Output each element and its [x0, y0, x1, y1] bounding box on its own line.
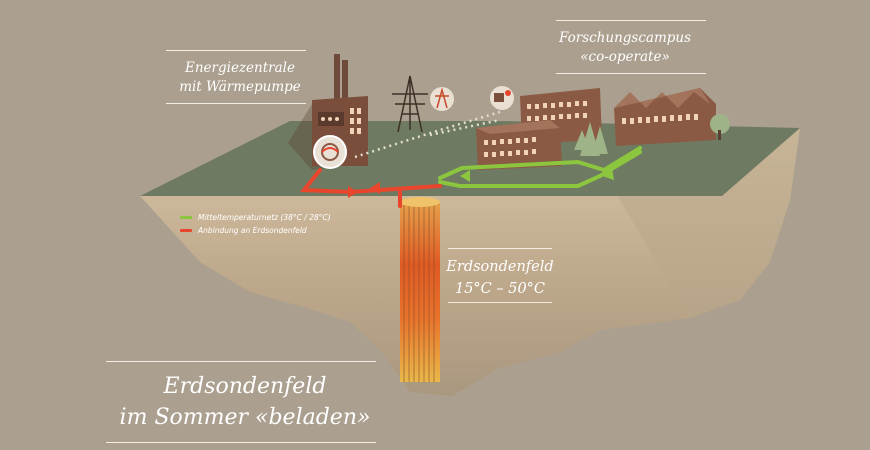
probe-field-temperature: 15°C – 50°C — [454, 281, 546, 297]
research-campus-label-line1: Forschungscampus — [558, 30, 692, 46]
energiezentrale-rule-bottom — [166, 103, 306, 104]
diagram-title-line1: Erdsondenfeld — [163, 374, 327, 399]
legend-item-medium-temp-network: Mitteltemperaturnetz (38°C / 28°C) — [180, 213, 331, 222]
energy-center-building — [288, 54, 368, 170]
title-rule-top — [106, 361, 376, 362]
energy-center-label-line1: Energiezentrale — [185, 60, 295, 76]
erdsondenfeld-rule-top — [448, 248, 552, 249]
campus-rule-bottom — [556, 73, 706, 74]
energy-center-label-line2: mit Wärmepumpe — [179, 79, 301, 95]
research-campus-label-line2: «co-operate» — [580, 49, 670, 65]
campus-tree-round — [710, 114, 730, 140]
probe-field — [400, 197, 440, 382]
energy-center-label: Energiezentrale mit Wärmepumpe — [160, 59, 320, 97]
diagram-title-line2: im Sommer «beladen» — [119, 405, 371, 430]
legend-swatch-green — [180, 216, 192, 219]
pylon-badge-icon — [430, 87, 454, 111]
campus-building-2 — [476, 120, 562, 170]
power-pylon-icon — [392, 75, 428, 133]
legend-swatch-red — [180, 229, 192, 232]
geothermal-connection-pipes — [299, 168, 442, 208]
energiezentrale-rule-top — [166, 50, 306, 51]
heat-pump-icon — [313, 135, 347, 169]
erdsondenfeld-rule-bottom — [448, 302, 552, 303]
probe-field-label: Erdsondenfeld 15°C – 50°C — [440, 256, 560, 300]
title-rule-bottom — [106, 442, 376, 443]
diagram-title: Erdsondenfeld im Sommer «beladen» — [95, 371, 395, 433]
medium-temp-network-pipes — [438, 146, 642, 188]
legend-item-geothermal-connection: Anbindung an Erdsondenfeld — [180, 226, 307, 235]
campus-rule-top — [556, 20, 706, 21]
research-campus-label: Forschungscampus «co-operate» — [540, 29, 710, 67]
campus-trees — [574, 122, 608, 156]
flow-arrows — [348, 168, 614, 198]
probe-field-label-line1: Erdsondenfeld — [446, 259, 554, 275]
legend-label: Mitteltemperaturnetz (38°C / 28°C) — [198, 213, 331, 222]
solar-panel-icon — [490, 86, 514, 110]
campus-building-3 — [614, 88, 716, 146]
legend-label: Anbindung an Erdsondenfeld — [198, 226, 307, 235]
